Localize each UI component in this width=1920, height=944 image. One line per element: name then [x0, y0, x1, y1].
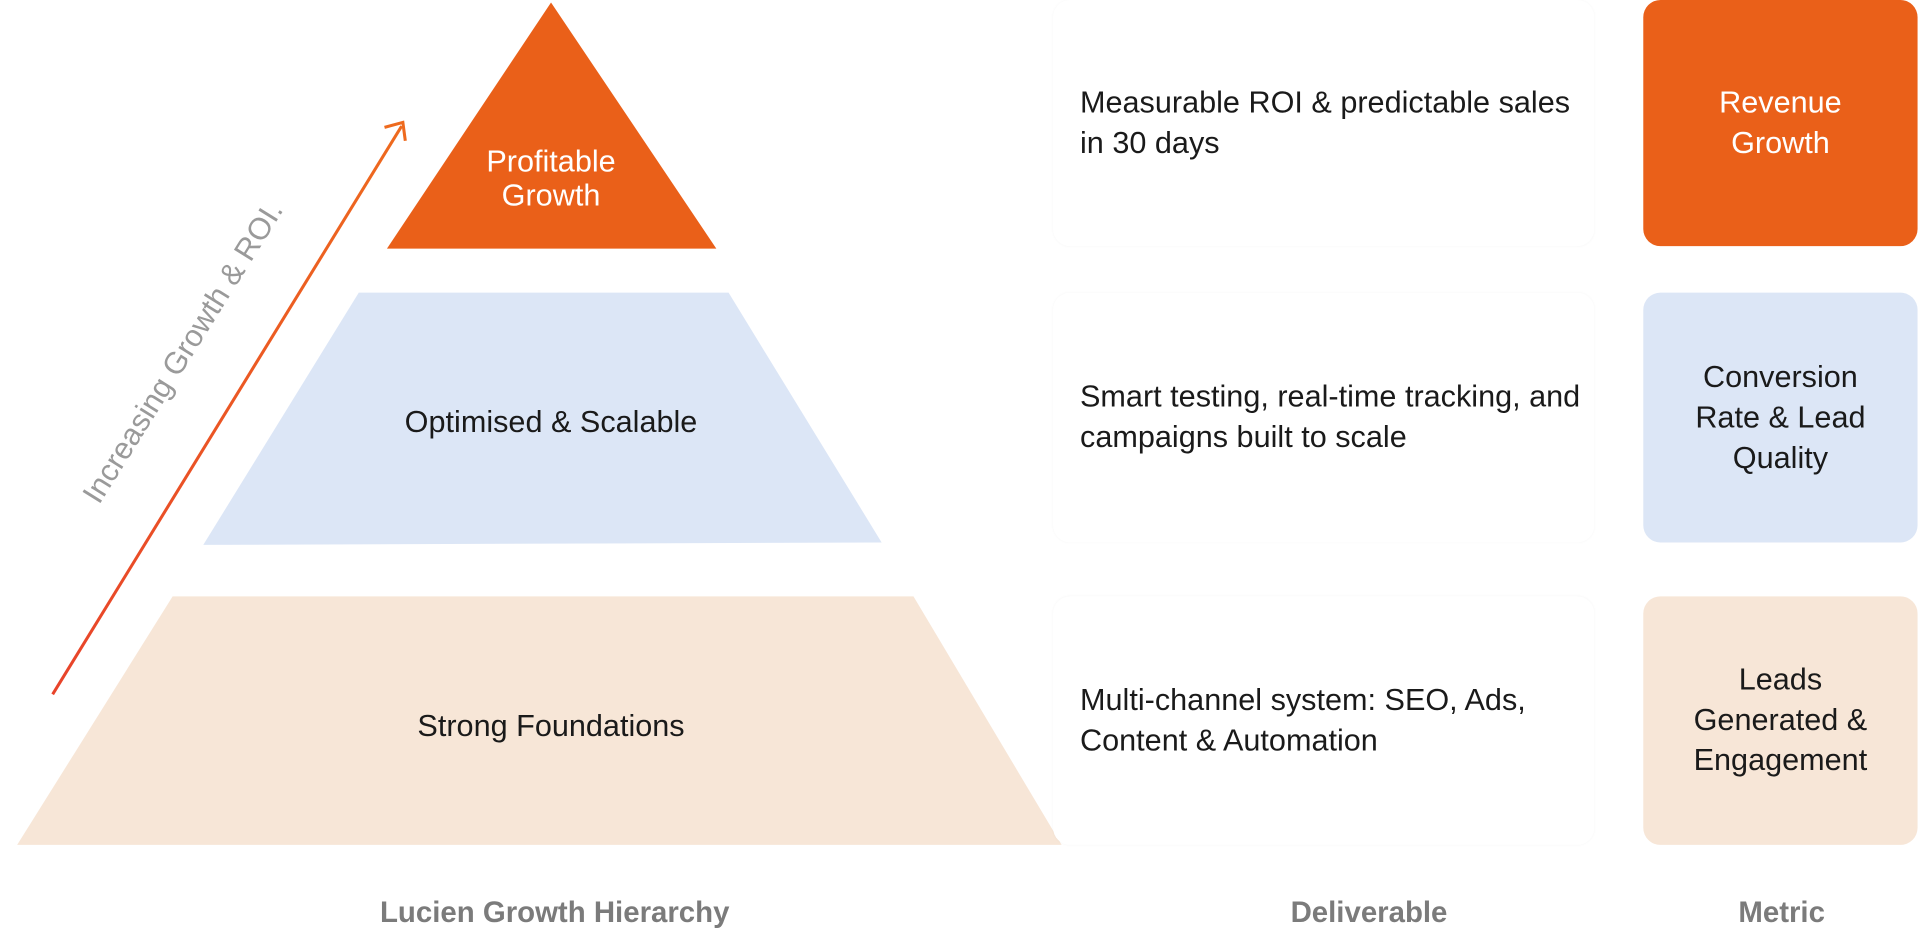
- deliverable-row-top: Measurable ROI & predictable sales in 30…: [1053, 0, 1595, 247]
- tier-label-middle: Optimised & Scalable: [404, 405, 698, 440]
- deliverable-row-bottom: Multi-channel system: SEO, Ads, Content …: [1053, 596, 1595, 845]
- deliverable-text: Multi-channel system: SEO, Ads, Content …: [1080, 682, 1526, 758]
- growth-arrow: [51, 125, 403, 696]
- deliverable-row-middle: Smart testing, real-time tracking, and c…: [1053, 292, 1595, 543]
- column-label-hierarchy: Lucien Growth Hierarchy: [379, 896, 730, 930]
- metric-text: Conversion Rate & Lead Quality: [1695, 359, 1866, 475]
- metric-text: Leads Generated & Engagement: [1693, 662, 1868, 778]
- column-label-metric: Metric: [1738, 896, 1825, 930]
- pyramid-tier-top: [386, 2, 717, 249]
- metric-text: Revenue Growth: [1719, 85, 1842, 160]
- metric-box-middle: Conversion Rate & Lead Quality: [1643, 292, 1918, 543]
- pyramid-tier-bottom: [17, 596, 1062, 845]
- column-label-deliverable: Deliverable: [1290, 896, 1448, 930]
- metric-box-top: Revenue Growth: [1643, 0, 1918, 247]
- arrow-head-icon: [384, 120, 407, 142]
- tier-label-bottom: Strong Foundations: [417, 708, 685, 744]
- metric-box-bottom: Leads Generated & Engagement: [1643, 596, 1918, 845]
- pyramid-tier-middle: [203, 292, 882, 545]
- tier-label-top: Profitable Growth: [486, 144, 616, 214]
- deliverable-text: Measurable ROI & predictable sales in 30…: [1080, 85, 1571, 160]
- deliverable-text: Smart testing, real-time tracking, and c…: [1080, 379, 1581, 455]
